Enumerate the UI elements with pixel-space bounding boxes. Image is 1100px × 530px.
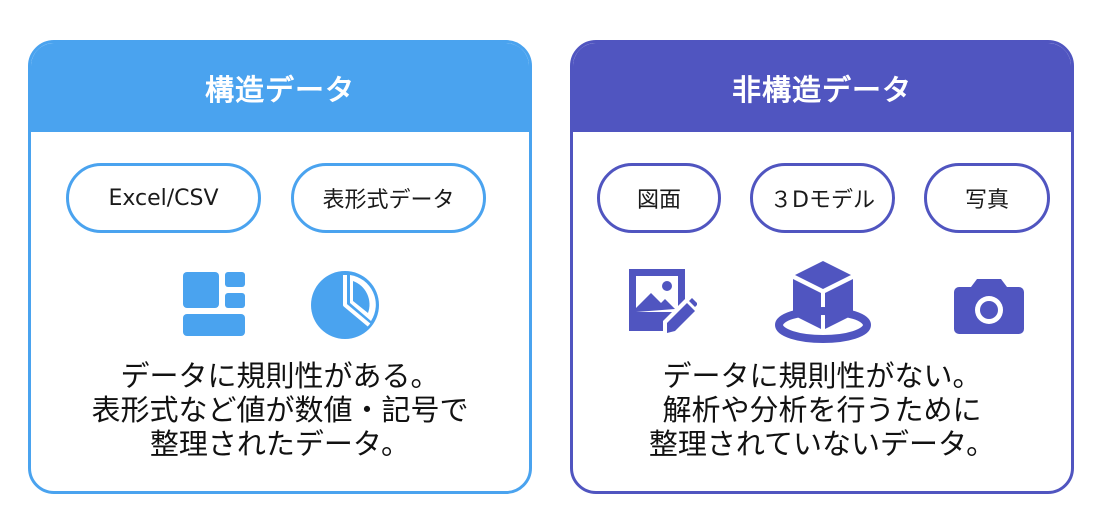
structured-description-line-1: データに規則性がある。 [120, 359, 440, 393]
unstructured-description-line-3: 整理されていないデータ。 [648, 427, 996, 461]
structured-title: 構造データ [204, 72, 355, 107]
cube-icon [775, 261, 871, 343]
pill-tabular-data-label: 表形式データ [322, 188, 455, 213]
pill-photo: 写真 [924, 163, 1050, 233]
unstructured-description-line-2: 解析や分析を行うために [662, 393, 982, 427]
unstructured-description: データに規則性がない。 解析や分析を行うために 整理されていないデータ。 [573, 359, 1071, 461]
pill-photo-label: 写真 [964, 188, 1009, 213]
structured-data-card: 構造データ Excel/CSV 表形式データ データに規則性がある。 表形式など… [28, 40, 532, 494]
structured-description-line-3: 整理されたデータ。 [149, 427, 411, 461]
pill-3d-model-label: ３Dモデル [770, 188, 875, 213]
image-edit-icon [629, 269, 697, 333]
pill-excel-csv-label: Excel/CSV [108, 185, 219, 211]
pill-drawing-label: 図面 [636, 188, 681, 213]
pill-drawing: 図面 [597, 163, 721, 233]
camera-icon [954, 279, 1024, 334]
pie-chart-icon [311, 271, 379, 339]
pill-tabular-data: 表形式データ [291, 163, 486, 233]
structured-description: データに規則性がある。 表形式など値が数値・記号で 整理されたデータ。 [31, 359, 529, 461]
unstructured-description-line-1: データに規則性がない。 [662, 359, 982, 393]
dashboard-icon [183, 272, 245, 336]
unstructured-title: 非構造データ [731, 72, 912, 107]
structured-card-header: 構造データ [31, 43, 529, 132]
structured-description-line-2: 表形式など値が数値・記号で [91, 393, 469, 427]
pill-excel-csv: Excel/CSV [66, 163, 261, 233]
pill-3d-model: ３Dモデル [750, 163, 895, 233]
unstructured-card-header: 非構造データ [573, 43, 1071, 132]
unstructured-data-card: 非構造データ 図面 ３Dモデル 写真 データに規則性がない。 解析や分析を行うた… [570, 40, 1074, 494]
